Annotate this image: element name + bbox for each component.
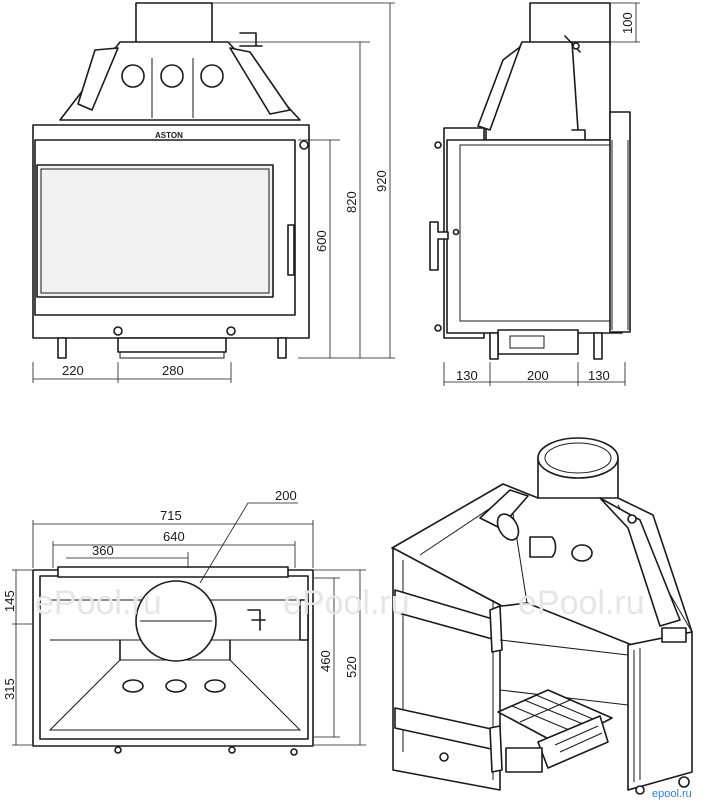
side-flue-collar (529, 2, 611, 46)
top-convection-hole (122, 679, 144, 693)
top-view: 200 715 640 360 145 315 460 520 (2, 488, 366, 756)
front-width-dimension-lines (32, 362, 232, 383)
side-rear-panel (609, 111, 631, 333)
top-convection-hole (204, 679, 226, 693)
side-ash-drawer (497, 329, 579, 355)
side-view: 100 130 200 130 (429, 2, 640, 386)
iso-hood-bracket-left (479, 489, 529, 529)
top-dim-collar-offset: 360 (92, 543, 114, 558)
front-convection-hole (200, 64, 224, 88)
front-hood-side-right (229, 47, 291, 115)
top-damper-handle (247, 609, 266, 631)
front-flue-collar (135, 2, 213, 46)
front-glass (36, 164, 274, 298)
side-dim-top-collar: 100 (620, 12, 635, 34)
front-door-pivot (299, 140, 309, 150)
top-dim-width-total: 715 (160, 508, 182, 523)
front-adjuster (113, 326, 123, 336)
side-body (446, 139, 623, 334)
top-dim-width-inner: 640 (163, 529, 185, 544)
side-door-handle (429, 221, 449, 271)
iso-right-handle (661, 627, 687, 643)
front-ash-drawer (117, 337, 227, 353)
top-convection-hole (165, 679, 187, 693)
front-door-handle (287, 224, 295, 276)
iso-convection-hole (571, 544, 593, 562)
side-leg-rear (593, 332, 603, 360)
front-view: ASTON 220 280 600 820 920 (32, 2, 395, 383)
front-dim-height-total: 920 (374, 170, 389, 192)
iso-right-face (627, 631, 693, 791)
iso-convection-pipe (529, 536, 557, 558)
top-dim-depth-inner: 460 (318, 650, 333, 672)
front-convection-hole (121, 64, 145, 88)
front-damper-handle (239, 32, 263, 47)
watermark: ePool.ru (35, 584, 162, 622)
front-dim-width-right: 280 (162, 363, 184, 378)
side-dim-bottom-left: 130 (456, 368, 478, 383)
front-dim-width-left: 220 (62, 363, 84, 378)
top-width-dimension-lines (32, 520, 314, 568)
front-adjuster (226, 326, 236, 336)
iso-door-hinge-bottom (489, 725, 503, 773)
front-dim-height-glass: 600 (314, 230, 329, 252)
front-convection-hole (160, 64, 184, 88)
top-flue-callout-line (199, 502, 298, 584)
brand-logo: ASTON (155, 131, 183, 140)
iso-convection-hole (496, 513, 520, 541)
side-dim-bottom-right: 130 (588, 368, 610, 383)
top-depth-left-dimension-lines (12, 569, 32, 746)
watermark: ePool.ru (283, 584, 410, 622)
top-door-handle (299, 599, 309, 641)
front-dim-height-body: 820 (344, 191, 359, 213)
front-leg-left (57, 337, 67, 359)
side-top-dimension-lines (610, 2, 640, 43)
side-hood-bracket (477, 46, 521, 131)
top-dim-depth-total: 520 (344, 656, 359, 678)
side-bottom-dimension-lines (443, 362, 626, 386)
site-mark: epool.ru (652, 788, 692, 800)
side-leg-front (489, 332, 499, 360)
top-dim-depth-back: 315 (2, 678, 17, 700)
iso-ash-front (505, 747, 543, 773)
top-front-plate (57, 566, 289, 578)
front-hood-side-left (77, 47, 119, 111)
top-dim-flue-diameter: 200 (275, 488, 297, 503)
watermark: ePool.ru (518, 584, 645, 622)
top-dim-depth-front: 145 (2, 590, 17, 612)
iso-door-hinge-top (489, 605, 503, 653)
front-leg-right (277, 337, 287, 359)
side-dim-bottom-mid: 200 (527, 368, 549, 383)
front-height-dimension-lines (212, 2, 395, 359)
isometric-view: ePool.ru ePool.ru ePool.ru epool.ru (35, 437, 693, 800)
top-depth-right-dimension-lines (314, 569, 366, 746)
